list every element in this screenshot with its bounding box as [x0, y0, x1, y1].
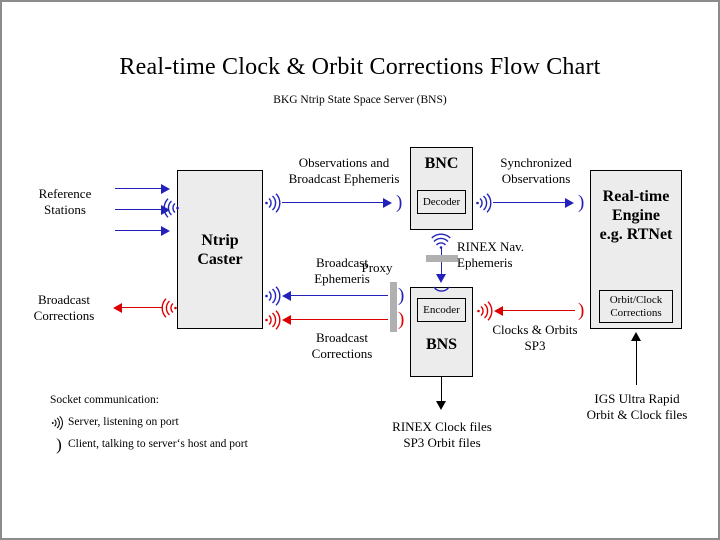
node-realtime-engine-corrections[interactable]: Orbit/Clock Corrections [599, 290, 673, 323]
socket-client-icon-bnc-in: ) [396, 192, 403, 213]
socket-client-icon-bns-nav-in [433, 283, 450, 301]
arrow-rinex-nav-head [436, 274, 446, 283]
socket-client-icon-legend: ) [56, 435, 62, 454]
arrow-clocks-orbits-head [494, 306, 503, 316]
socket-client-icon-engine-corr-out: ) [578, 300, 585, 321]
socket-server-icon-bnc-sync-out [476, 192, 492, 214]
label-rinex-clock-files: RINEX Clock files SP3 Orbit files [392, 419, 492, 450]
socket-client-icon-bns-eph-out: ) [398, 285, 405, 306]
arrow-igs-to-engine-head [631, 332, 641, 341]
label-clocks-and-orbits: Clocks & Orbits SP3 [492, 322, 578, 353]
label-rinex-nav-ephemeris: RINEX Nav. Ephemeris [457, 239, 525, 270]
arrow-broadcast-corrections-left-head [113, 303, 122, 313]
arrow-observations-to-bnc [282, 202, 384, 203]
arrow-ref-station-1-head [161, 184, 170, 194]
socket-server-icon-caster-in [163, 197, 179, 219]
node-bns-label: BNS [425, 336, 458, 353]
label-broadcast-corrections-left: Broadcast Corrections [33, 292, 95, 323]
arrow-observations-to-bnc-head [383, 198, 392, 208]
socket-client-icon-engine-in: ) [578, 192, 585, 213]
socket-server-icon-bnc-nav-out [430, 233, 452, 249]
socket-server-icon-caster-obs-out [265, 192, 281, 214]
arrow-ref-station-2 [115, 209, 162, 210]
arrow-ref-station-3 [115, 230, 162, 231]
socket-server-icon-caster-eph-in [265, 285, 281, 307]
socket-server-icon-legend [50, 415, 68, 431]
label-synchronized-observations: Synchronized Observations [500, 155, 572, 186]
legend-server-row: Server, listening on port [50, 414, 179, 431]
node-bns-encoder[interactable]: Encoder [417, 298, 466, 322]
label-proxy: Proxy [361, 260, 393, 275]
arrow-ref-station-3-head [161, 226, 170, 236]
arrow-broadcast-corrections-left [122, 307, 162, 308]
legend-client-row: ) Client, talking to server‘s host and p… [50, 435, 248, 454]
node-bnc-decoder[interactable]: Decoder [417, 190, 466, 214]
arrow-broadcast-corrections-mid-head [282, 315, 291, 325]
arrow-broadcast-corrections-to-caster [291, 319, 388, 320]
socket-server-icon-caster-out-left [161, 297, 177, 319]
legend-client-label: Client, talking to server‘s host and por… [68, 438, 248, 450]
label-reference-stations: Reference Stations [38, 186, 92, 217]
arrow-broadcast-ephemeris-to-caster [291, 295, 388, 296]
proxy-bar-vertical [390, 282, 397, 332]
arrow-sync-observations-head [565, 198, 574, 208]
node-bnc-label: BNC [424, 155, 459, 172]
label-broadcast-corrections-mid: Broadcast Corrections [311, 330, 373, 361]
socket-server-icon-caster-corr-in [265, 309, 281, 331]
node-bnc[interactable]: BNC [410, 147, 473, 230]
arrow-bns-to-files [441, 377, 442, 404]
page-title: Real-time Clock & Orbit Corrections Flow… [119, 54, 601, 80]
socket-server-icon-bns-clocks-in [477, 300, 493, 322]
arrow-sync-observations-to-engine [493, 202, 566, 203]
arrow-rinex-nav-to-bns [441, 248, 442, 278]
node-realtime-engine-label: Real-time Engine e.g. RTNet [599, 188, 673, 243]
arrow-broadcast-ephemeris-head [282, 291, 291, 301]
node-ntrip-caster-label: Ntrip Caster [197, 231, 243, 268]
arrow-igs-to-engine [636, 340, 637, 385]
arrow-ref-station-2-head [161, 205, 170, 215]
arrow-clocks-orbits-to-bns [503, 310, 575, 311]
socket-client-icon-bns-corr-out: ) [398, 309, 405, 330]
label-observations-and-ephemeris: Observations and Broadcast Ephemeris [288, 155, 400, 186]
arrow-ref-station-1 [115, 188, 162, 189]
proxy-bar-horizontal [426, 255, 458, 262]
label-igs-ultra-rapid: IGS Ultra Rapid Orbit & Clock files [586, 391, 688, 422]
label-broadcast-ephemeris: Broadcast Ephemeris [314, 255, 370, 286]
page-subtitle: BKG Ntrip State Space Server (BNS) [273, 94, 447, 106]
node-ntrip-caster[interactable]: Ntrip Caster [177, 170, 263, 329]
legend-heading: Socket communication: [50, 394, 159, 406]
arrow-bns-to-files-head [436, 401, 446, 410]
legend-server-label: Server, listening on port [68, 416, 179, 428]
